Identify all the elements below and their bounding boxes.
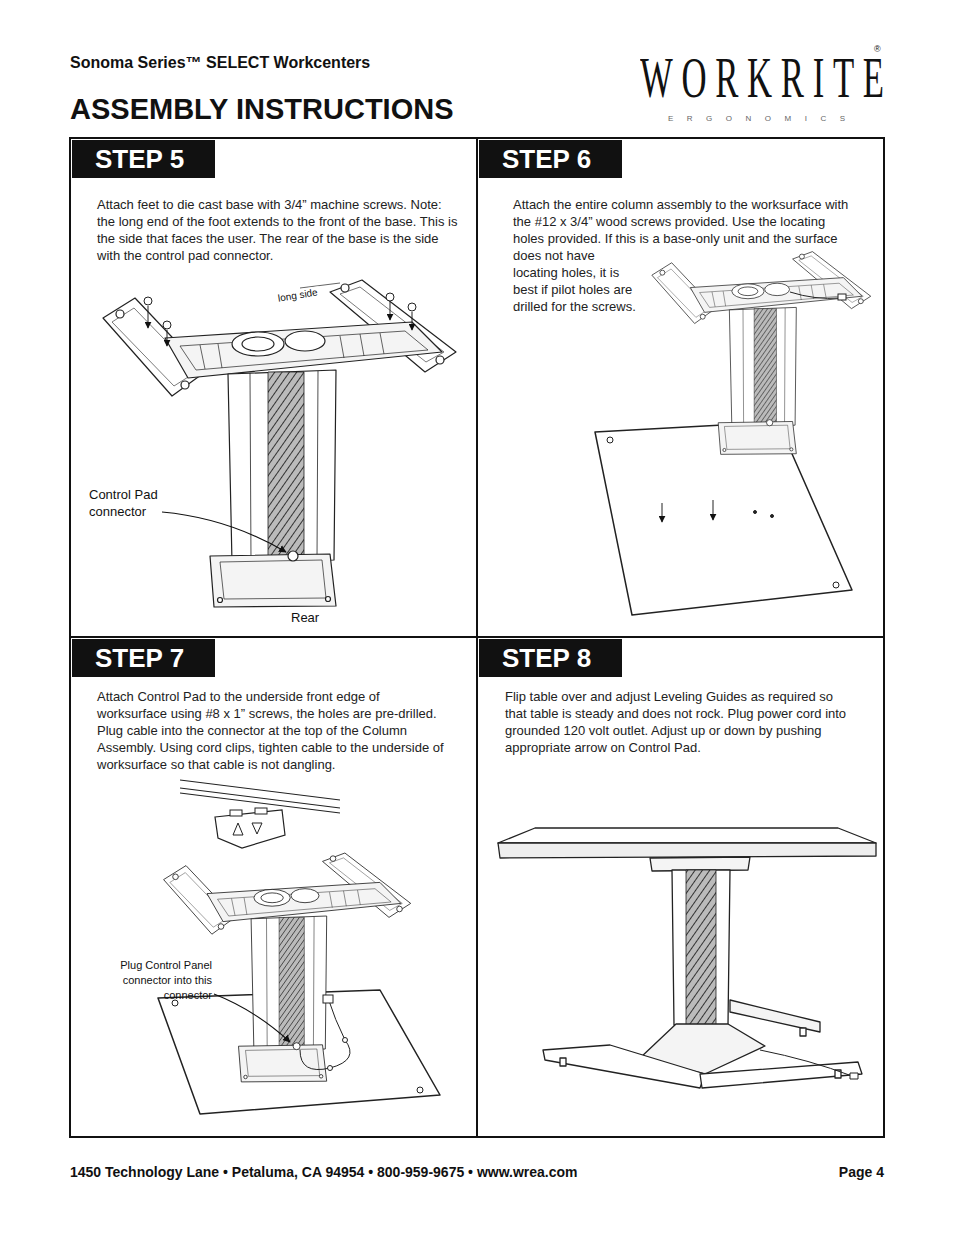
step-panel: STEP 5 Attach feet to die cast base with … (71, 139, 476, 636)
step-body-area: Attach the entire column assembly to the… (513, 196, 858, 447)
footer-address: 1450 Technology Lane • Petaluma, CA 9495… (70, 1164, 578, 1180)
series-name: Sonoma Series™ SELECT Workcenters (70, 54, 370, 72)
callout-label: Rear (291, 610, 319, 625)
step-instructions: Attach feet to die cast base with 3/4” m… (97, 197, 457, 263)
step-panel: STEP 6 Attach the entire column assembly … (478, 139, 883, 636)
brand-tagline: ERGONOMICS (668, 114, 859, 123)
step-heading: STEP 8 (479, 639, 622, 677)
step-heading: STEP 6 (479, 140, 622, 178)
step-instructions: Flip table over and adjust Leveling Guid… (505, 689, 846, 755)
callout-label: Plug Control Panel connector into this c… (100, 958, 212, 1003)
step-body-area: Flip table over and adjust Leveling Guid… (505, 688, 855, 756)
step-body-area: Attach Control Pad to the underside fron… (97, 688, 445, 773)
page-title: ASSEMBLY INSTRUCTIONS (70, 93, 454, 126)
step-instructions: Attach the entire column assembly to the… (513, 197, 848, 314)
step-heading: STEP 5 (72, 140, 215, 178)
wrap-spacer (643, 247, 858, 447)
step-heading: STEP 7 (72, 639, 215, 677)
step-body-area: Attach feet to die cast base with 3/4” m… (97, 196, 459, 264)
brand-logo: WORKRITE (640, 50, 893, 106)
step-instructions: Attach Control Pad to the underside fron… (97, 689, 444, 772)
callout-label: Control Pad connector (89, 486, 169, 520)
registered-mark: ® (874, 44, 881, 54)
dimension-label: long side (275, 286, 320, 304)
step-panel: STEP 8 Flip table over and adjust Levelin… (478, 638, 883, 1136)
page-number: Page 4 (839, 1164, 884, 1180)
step-panel: STEP 7 Attach Control Pad to the undersid… (71, 638, 476, 1136)
